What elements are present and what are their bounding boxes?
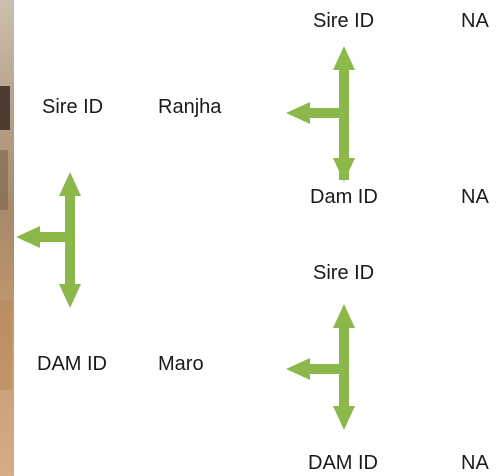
dam-sire-label: Sire ID <box>313 262 375 284</box>
animal-branch-arrow <box>16 172 81 308</box>
animal-photo-edge <box>0 0 14 476</box>
sire-sire-value: NA <box>461 10 489 32</box>
sire-dam-value: NA <box>461 186 489 208</box>
sire-sire-label: Sire ID <box>313 10 375 32</box>
sire-branch-arrow <box>286 46 355 182</box>
dam-branch-arrow <box>286 304 355 430</box>
sire-dam-label: Dam ID <box>310 186 378 208</box>
sire-label: Sire ID <box>42 96 104 118</box>
dam-label: DAM ID <box>37 353 107 375</box>
dam-dam-label: DAM ID <box>308 452 378 474</box>
dam-name: Maro <box>158 353 204 375</box>
dam-dam-value: NA <box>461 452 489 474</box>
sire-name: Ranjha <box>158 96 222 118</box>
